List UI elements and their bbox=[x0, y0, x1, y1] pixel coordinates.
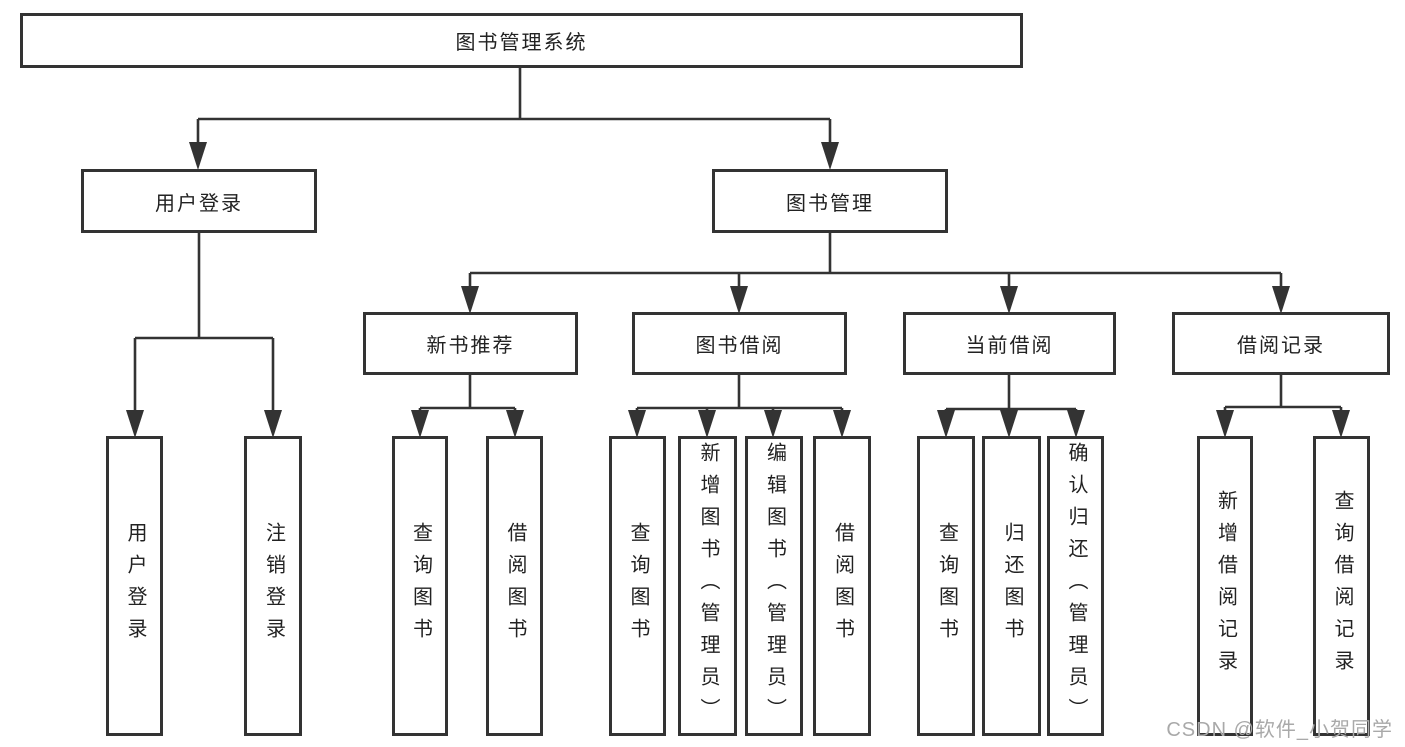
leaf-borrow-books-recommend: 借阅图书 bbox=[486, 436, 543, 736]
node-current-borrowing: 当前借阅 bbox=[903, 312, 1116, 375]
node-label: 当前借阅 bbox=[965, 335, 1054, 357]
leaf-query-books-borrowing: 查询图书 bbox=[609, 436, 666, 736]
node-label: 图书管理系统 bbox=[455, 32, 588, 54]
node-label: 确认归还（管理员） bbox=[1065, 442, 1087, 730]
connector-book-management bbox=[461, 233, 1290, 314]
node-book-borrowing: 图书借阅 bbox=[632, 312, 847, 375]
node-label: 借阅图书 bbox=[831, 522, 854, 650]
node-label: 注销登录 bbox=[262, 522, 285, 650]
node-label: 用户登录 bbox=[155, 192, 243, 215]
leaf-logout-login: 注销登录 bbox=[244, 436, 302, 736]
node-library-management-system: 图书管理系统 bbox=[20, 13, 1023, 68]
node-label: 编辑图书（管理员） bbox=[763, 442, 786, 730]
node-label: 查询图书 bbox=[935, 522, 958, 650]
connector-user-login bbox=[126, 233, 282, 438]
connector-current-borrowing bbox=[937, 375, 1085, 438]
node-label: 查询图书 bbox=[409, 522, 432, 650]
node-label: 图书借阅 bbox=[695, 335, 784, 357]
node-new-book-recommendation: 新书推荐 bbox=[363, 312, 578, 375]
leaf-borrow-books-borrowing: 借阅图书 bbox=[813, 436, 871, 736]
connector-book-borrowing bbox=[628, 375, 851, 438]
watermark: CSDN @软件_小贺同学 bbox=[1166, 719, 1393, 741]
connector-root bbox=[189, 68, 839, 170]
node-label: 新书推荐 bbox=[426, 335, 515, 357]
leaf-query-borrow-record: 查询借阅记录 bbox=[1313, 436, 1370, 736]
node-borrowing-records: 借阅记录 bbox=[1172, 312, 1390, 375]
leaf-return-books: 归还图书 bbox=[982, 436, 1041, 736]
node-label: 图书管理 bbox=[786, 192, 874, 215]
leaf-confirm-return-admin: 确认归还（管理员） bbox=[1047, 436, 1104, 736]
node-label: 借阅记录 bbox=[1237, 335, 1325, 357]
node-user-login: 用户登录 bbox=[81, 169, 317, 233]
leaf-query-books-recommend: 查询图书 bbox=[392, 436, 448, 736]
leaf-query-books-current: 查询图书 bbox=[917, 436, 975, 736]
connector-new-book-recommendation bbox=[411, 375, 524, 438]
node-label: 新增借阅记录 bbox=[1214, 490, 1237, 682]
leaf-edit-books-admin: 编辑图书（管理员） bbox=[745, 436, 803, 736]
node-label: 用户登录 bbox=[124, 522, 146, 650]
node-label: 借阅图书 bbox=[504, 522, 526, 650]
node-label: 查询借阅记录 bbox=[1331, 490, 1353, 682]
node-label: 查询图书 bbox=[627, 522, 649, 650]
node-book-management: 图书管理 bbox=[712, 169, 948, 233]
leaf-add-books-admin: 新增图书（管理员） bbox=[678, 436, 737, 736]
node-label: 新增图书（管理员） bbox=[697, 442, 719, 730]
node-label: 归还图书 bbox=[1001, 522, 1023, 650]
leaf-user-login: 用户登录 bbox=[106, 436, 163, 736]
connector-borrowing-records bbox=[1216, 375, 1350, 438]
leaf-add-borrow-record: 新增借阅记录 bbox=[1197, 436, 1253, 736]
